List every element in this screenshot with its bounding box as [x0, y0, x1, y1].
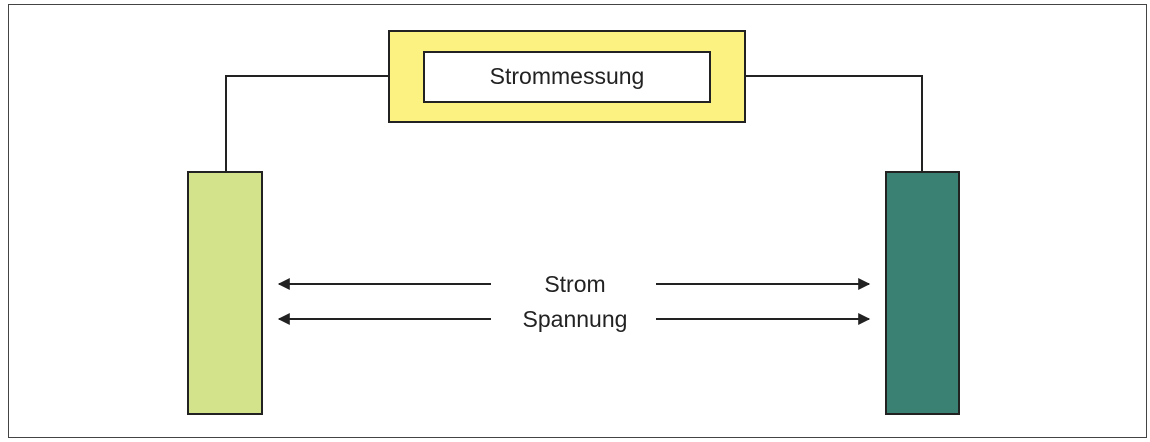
meter-label: Strommessung — [490, 63, 645, 89]
voltage-label: Spannung — [523, 306, 628, 332]
right-wire — [745, 75, 923, 172]
left-wire — [225, 75, 389, 172]
meter-inner-box — [423, 51, 711, 103]
right-electrode — [885, 171, 960, 415]
diagram-frame — [8, 4, 1147, 438]
left-electrode — [187, 171, 263, 415]
current-label: Strom — [544, 271, 605, 297]
